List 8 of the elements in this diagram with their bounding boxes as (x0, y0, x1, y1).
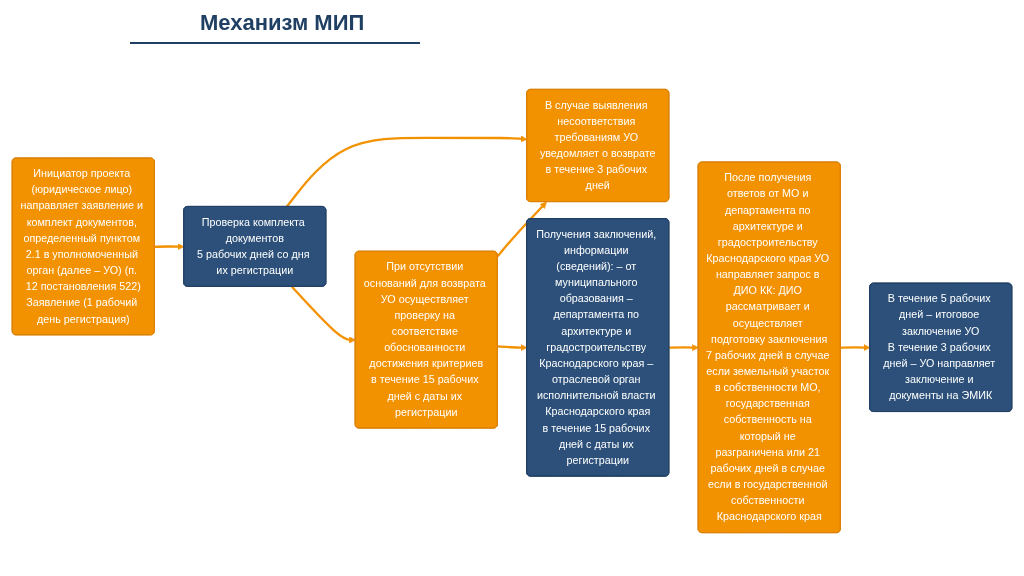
arrow (496, 201, 547, 258)
title: Механизм МИП (200, 10, 365, 36)
arrow (291, 286, 356, 344)
arrow (840, 344, 871, 351)
arrow (285, 135, 528, 208)
arrow (154, 243, 185, 250)
arrow (497, 344, 528, 351)
arrow (669, 344, 699, 351)
